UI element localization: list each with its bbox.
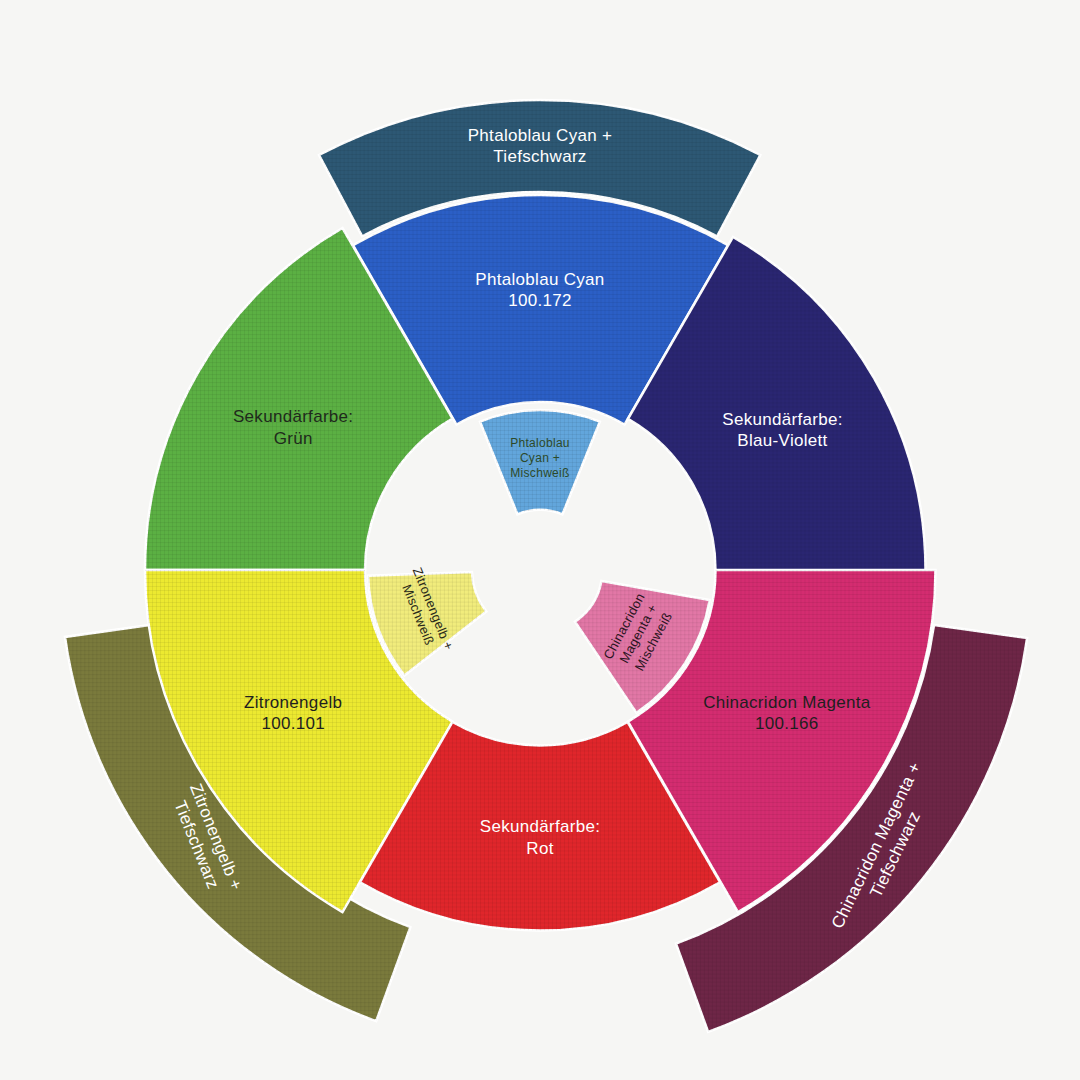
label-group: Sekundärfarbe: Rot bbox=[465, 816, 615, 859]
color-segment bbox=[628, 237, 926, 570]
color-segment bbox=[480, 410, 600, 514]
label-group: Sekundärfarbe: Grün bbox=[223, 406, 363, 449]
label-group: Sekundärfarbe: Blau-Violett bbox=[712, 409, 852, 452]
color-segment bbox=[145, 228, 453, 570]
color-name: Chinacridon Magenta bbox=[703, 691, 870, 712]
shade-band: Chinacridon Magenta + Tiefschwarz bbox=[674, 623, 1029, 1034]
canvas-texture bbox=[480, 410, 600, 514]
color-number: 100.101 bbox=[261, 713, 325, 734]
canvas-texture bbox=[360, 722, 720, 930]
canvas-texture bbox=[628, 237, 926, 570]
secondary-segment: Sekundärfarbe: Grün bbox=[143, 226, 455, 572]
label-group: Phtaloblau Cyan + Mischweiß bbox=[501, 436, 579, 481]
color-number: 100.166 bbox=[755, 713, 819, 734]
color-name: Phtaloblau Cyan + Tiefschwarz bbox=[455, 125, 625, 168]
label-group: Phtaloblau Cyan100.172 bbox=[440, 269, 640, 312]
secondary-segment: Sekundärfarbe: Rot bbox=[358, 720, 722, 932]
tint-segment: Phtaloblau Cyan + Mischweiß bbox=[478, 408, 602, 516]
color-name: Sekundärfarbe: Grün bbox=[223, 406, 363, 449]
canvas-texture bbox=[145, 228, 453, 570]
secondary-segment: Sekundärfarbe: Blau-Violett bbox=[626, 235, 928, 572]
color-segment bbox=[360, 722, 720, 930]
color-name: Phtaloblau Cyan bbox=[475, 269, 604, 290]
segment-shape bbox=[626, 235, 928, 572]
label-group: Zitronengelb100.101 bbox=[213, 691, 373, 734]
tint-segment: Zitronengelb + Mischweiß bbox=[366, 570, 488, 678]
color-name: Sekundärfarbe: Rot bbox=[465, 816, 615, 859]
color-name: Phtaloblau Cyan + Mischweiß bbox=[501, 436, 579, 481]
color-name: Zitronengelb bbox=[244, 691, 342, 712]
label-group: Chinacridon Magenta100.166 bbox=[697, 691, 877, 734]
color-number: 100.172 bbox=[508, 290, 572, 311]
label-group: Phtaloblau Cyan + Tiefschwarz bbox=[455, 125, 625, 168]
segment-shape bbox=[143, 226, 455, 572]
canvas-texture bbox=[676, 625, 1027, 1032]
color-name: Sekundärfarbe: Blau-Violett bbox=[712, 409, 852, 452]
color-segment bbox=[676, 625, 1027, 1032]
segment-shape bbox=[674, 623, 1029, 1034]
